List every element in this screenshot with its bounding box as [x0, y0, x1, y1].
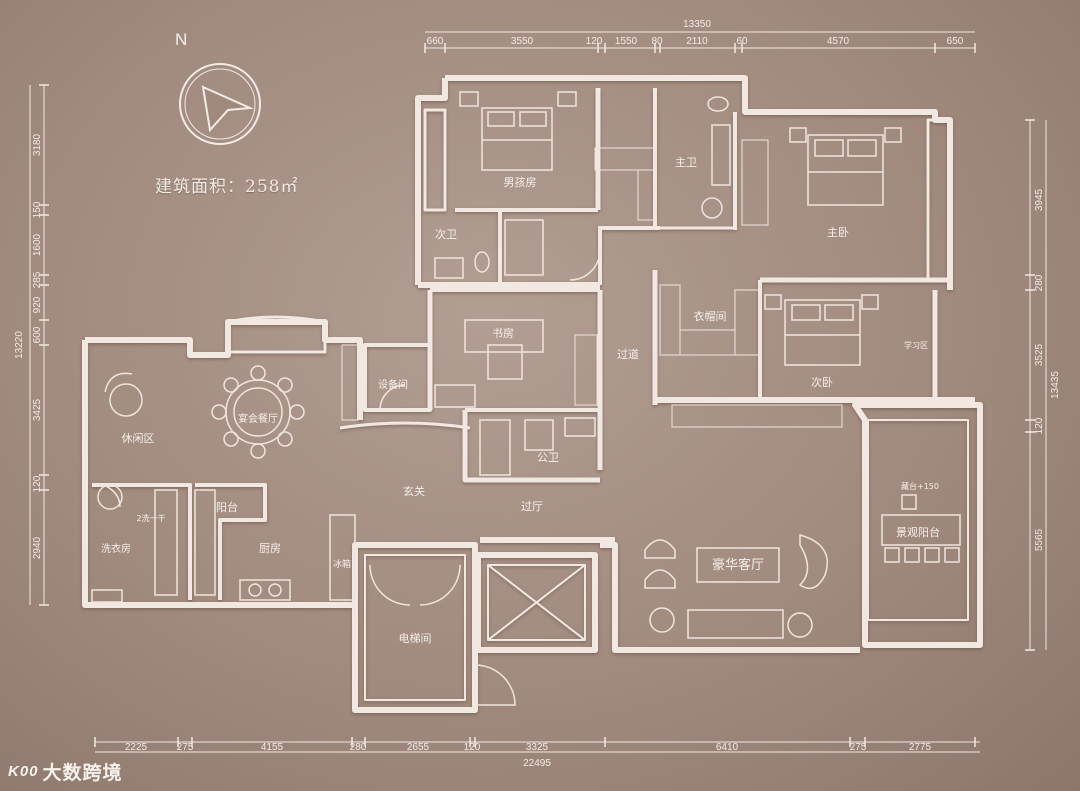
room-corridor: 过道	[617, 347, 639, 361]
dim-top-4: 1550	[615, 36, 638, 47]
dim-left-3: 1600	[32, 233, 43, 256]
dim-bottom-2: 275	[177, 742, 194, 753]
dim-top-8: 4570	[827, 36, 850, 47]
room-view-balcony: 景观阳台	[896, 525, 940, 539]
room-living: 豪华客厅	[712, 557, 764, 573]
dim-right-5: 5565	[1034, 528, 1045, 551]
room-hall: 过厅	[521, 500, 543, 513]
dim-top-total: 13350	[683, 19, 711, 30]
dim-top-9: 650	[947, 36, 964, 47]
dim-left-5: 920	[32, 296, 43, 313]
room-labels: 男孩房 次卫 主卫 主卧 衣帽间 次卧 学习区 书房 过道 设备间 公卫 休闲区…	[101, 156, 940, 645]
room-second-bedroom: 次卧	[811, 375, 833, 389]
dim-bottom-6: 120	[464, 742, 481, 753]
dim-bottom-8: 6410	[716, 742, 739, 753]
dim-top-2: 3550	[511, 36, 534, 47]
dim-bottom-total: 22495	[523, 758, 551, 769]
dim-bottom-10: 2775	[909, 742, 932, 753]
dim-right-total: 13435	[1050, 371, 1061, 399]
bed-icon	[807, 134, 884, 206]
dim-right-1: 3945	[1034, 188, 1045, 211]
room-dining: 宴会餐厅	[238, 412, 278, 425]
north-arrow-icon	[179, 63, 261, 145]
dim-left-9: 2940	[32, 536, 43, 559]
dim-left-1: 3180	[32, 133, 43, 156]
room-foyer: 玄关	[403, 484, 425, 498]
room-view-balcony-note: 藏台+150	[901, 481, 939, 491]
dim-top-7: 60	[736, 36, 748, 47]
logo-mark: K00	[8, 763, 39, 780]
dim-right-2: 280	[1034, 274, 1045, 291]
room-study: 书房	[492, 327, 514, 340]
dim-bottom-5: 2655	[407, 742, 430, 753]
dim-top-6: 2110	[686, 36, 708, 47]
room-fridge-note: 冰箱	[333, 558, 351, 570]
room-master-bath: 主卫	[675, 156, 697, 169]
dim-bottom-7: 3325	[526, 742, 549, 753]
dim-top-1: 660	[427, 36, 444, 47]
dim-bottom-3: 4155	[261, 742, 284, 753]
room-second-bath: 次卫	[435, 227, 457, 241]
dim-bottom-1: 2225	[125, 742, 148, 753]
dim-left-2: 150	[32, 201, 43, 218]
room-leisure: 休闲区	[122, 431, 155, 445]
dim-left-4: 285	[32, 271, 43, 288]
dim-left-7: 3425	[32, 398, 43, 421]
dim-bottom-9: 275	[850, 742, 867, 753]
bed-icon	[481, 107, 553, 171]
room-balcony: 阳台	[216, 500, 238, 514]
dim-right-4: 120	[1034, 417, 1045, 434]
room-equipment: 设备间	[378, 378, 408, 391]
room-closet: 衣帽间	[694, 309, 727, 323]
logo-text: 大数跨境	[42, 763, 123, 784]
room-guest-bedroom: 男孩房	[504, 176, 537, 189]
room-study-area: 学习区	[904, 340, 928, 350]
watermark-logo: K00 大数跨境	[8, 758, 123, 785]
room-public-bath: 公卫	[537, 451, 559, 464]
dim-left-8: 120	[32, 475, 43, 492]
dim-bottom-4: 280	[350, 742, 367, 753]
furniture	[91, 91, 961, 706]
dim-left-total: 13220	[14, 331, 25, 359]
dimension-labels: 13350 660 3550 120 1550 80 2110 60 4570 …	[14, 19, 1061, 769]
room-laundry: 洗衣房	[101, 542, 131, 555]
room-master-bedroom: 主卧	[827, 226, 849, 239]
room-elevator: 电梯间	[399, 632, 432, 645]
bed-icon	[784, 299, 861, 366]
north-label: N	[175, 30, 188, 49]
room-kitchen: 厨房	[259, 542, 281, 555]
walls	[82, 75, 983, 713]
dim-top-5: 80	[651, 36, 663, 47]
room-laundry-note: 2洗一干	[136, 513, 165, 523]
dim-top-3: 120	[586, 36, 603, 47]
dimension-lines	[29, 31, 1047, 753]
dim-right-3: 3525	[1034, 343, 1045, 366]
building-area: 建筑面积：258㎡	[155, 177, 299, 197]
dim-left-6: 600	[32, 326, 43, 343]
